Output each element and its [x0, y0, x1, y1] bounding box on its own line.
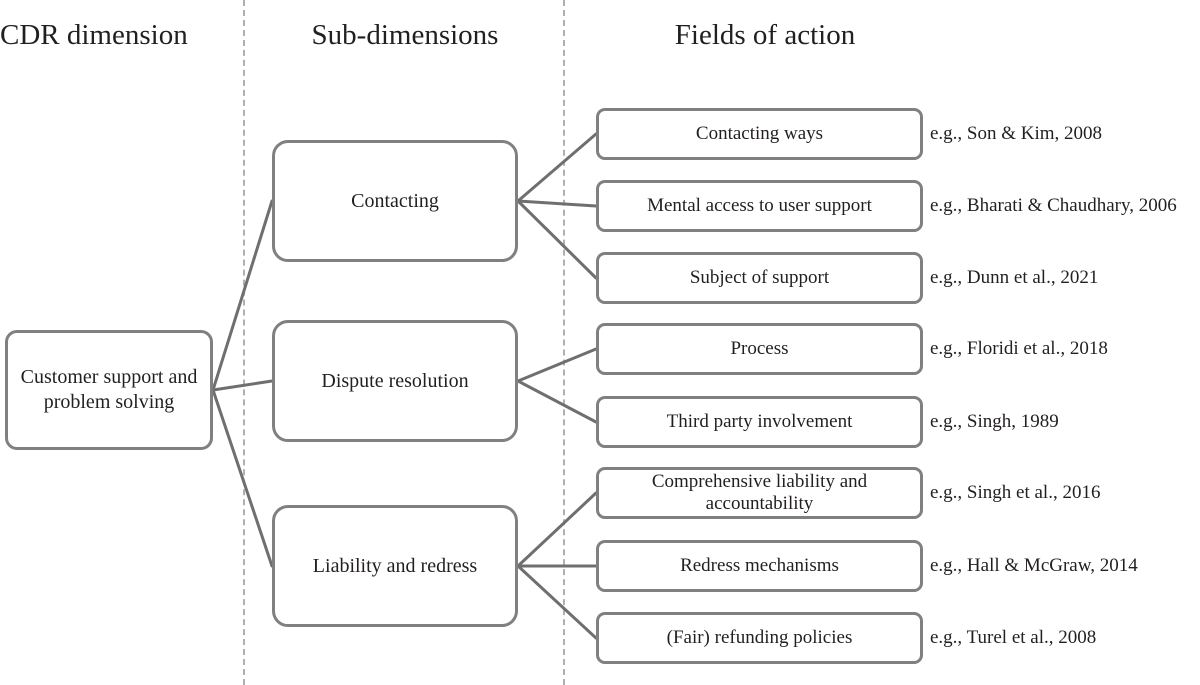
node-sub-dimension-contacting[interactable]: Contacting: [272, 140, 518, 262]
node-label: Process: [730, 338, 789, 359]
column-divider-left: [243, 0, 245, 685]
citation-redress-mechanisms: e.g., Hall & McGraw, 2014: [930, 555, 1138, 576]
node-field-mental-access-to-user-support[interactable]: Mental access to user support: [596, 180, 923, 232]
node-sub-dimension-dispute-resolution[interactable]: Dispute resolution: [272, 320, 518, 442]
citation-subject-of-support: e.g., Dunn et al., 2021: [930, 267, 1099, 288]
node-label: Redress mechanisms: [680, 555, 839, 576]
node-label: Dispute resolution: [321, 369, 469, 392]
node-label: Comprehensive liability and accountabili…: [651, 471, 868, 514]
column-divider-right: [563, 0, 565, 685]
node-field-process[interactable]: Process: [596, 323, 923, 375]
node-label: Subject of support: [689, 267, 830, 288]
node-label: Mental access to user support: [647, 195, 872, 216]
citation-third-party: e.g., Singh, 1989: [930, 411, 1059, 432]
node-label: Liability and redress: [312, 554, 478, 577]
node-label: Third party involvement: [666, 411, 853, 432]
node-field-redress-mechanisms[interactable]: Redress mechanisms: [596, 540, 923, 592]
column-header-fields-of-action: Fields of action: [674, 19, 856, 51]
node-label: Contacting ways: [695, 123, 824, 144]
citation-refunding-policies: e.g., Turel et al., 2008: [930, 627, 1097, 648]
node-field-contacting-ways[interactable]: Contacting ways: [596, 108, 923, 160]
citation-comprehensive-liability: e.g., Singh et al., 2016: [930, 482, 1101, 503]
column-header-sub-dimensions: Sub-dimensions: [311, 19, 499, 51]
node-label: (Fair) refunding policies: [666, 627, 853, 648]
node-field-comprehensive-liability-and-accountability[interactable]: Comprehensive liability and accountabili…: [596, 467, 923, 519]
node-label: Customer support and problem solving: [20, 366, 198, 413]
node-field-fair-refunding-policies[interactable]: (Fair) refunding policies: [596, 612, 923, 664]
citation-mental-access: e.g., Bharati & Chaudhary, 2006: [930, 195, 1177, 216]
citation-contacting-ways: e.g., Son & Kim, 2008: [930, 123, 1103, 144]
node-field-third-party-involvement[interactable]: Third party involvement: [596, 396, 923, 448]
column-header-cdr-dimension: CDR dimension: [0, 19, 188, 51]
node-label: Contacting: [351, 189, 439, 212]
citation-process: e.g., Floridi et al., 2018: [930, 338, 1108, 359]
node-field-subject-of-support[interactable]: Subject of support: [596, 252, 923, 304]
node-sub-dimension-liability-and-redress[interactable]: Liability and redress: [272, 505, 518, 627]
node-cdr-dimension-root[interactable]: Customer support and problem solving: [5, 330, 213, 450]
